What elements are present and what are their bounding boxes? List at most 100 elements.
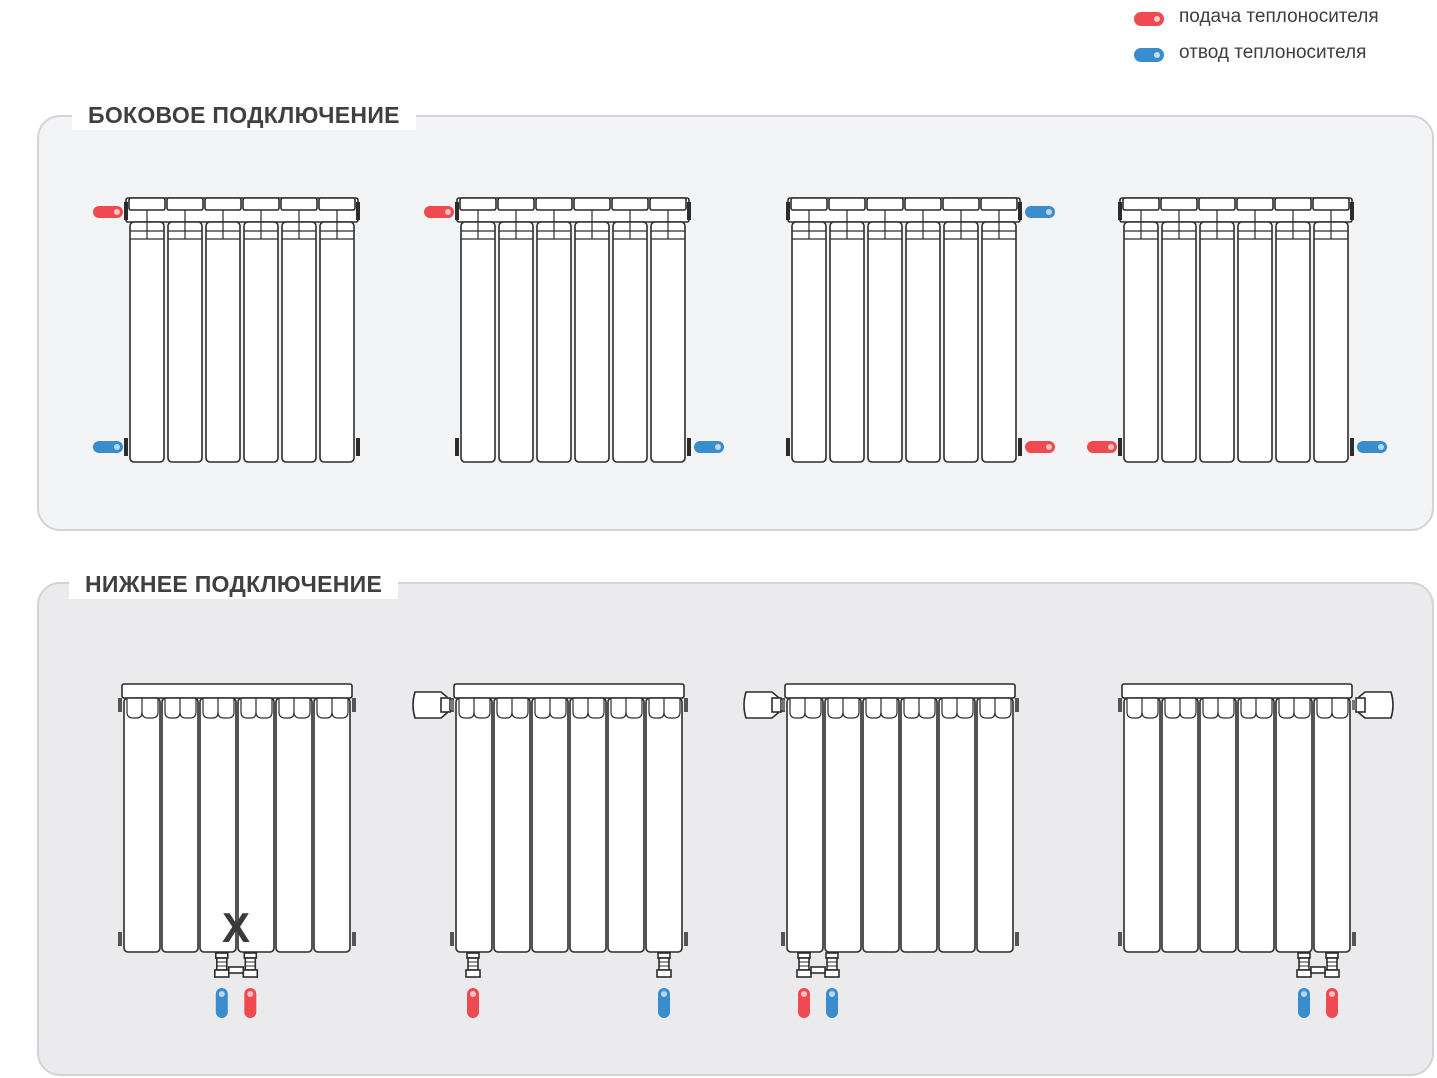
- radiator-plug: [684, 698, 688, 712]
- radiator-section-fin: [202, 698, 235, 719]
- radiator-section: [493, 697, 531, 953]
- radiator-section: [943, 221, 979, 463]
- radiator-section: [460, 221, 496, 463]
- supply-pipe-icon: [467, 988, 479, 1018]
- return-pipe-icon: [93, 441, 123, 453]
- radiator-section-cap: [866, 197, 904, 211]
- radiator-plug: [1015, 698, 1019, 712]
- legend-label-supply: подача теплоносителя: [1179, 6, 1379, 27]
- bottom-section-title: НИЖНЕЕ ПОДКЛЮЧЕНИЕ: [69, 569, 399, 599]
- radiator-section-cap: [166, 197, 204, 211]
- radiator-section-fin: [648, 698, 681, 719]
- radiator-section: [786, 697, 824, 953]
- radiator-section-fin: [1240, 698, 1273, 719]
- radiator-section-fin: [789, 698, 822, 719]
- valve-bridge: [1310, 966, 1326, 974]
- return-pipe-icon: [1134, 48, 1164, 62]
- return-pipe-icon: [215, 988, 228, 1018]
- radiator-plug: [118, 932, 122, 946]
- radiator-section-cap: [611, 197, 649, 211]
- supply-pipe-icon: [798, 988, 810, 1018]
- bottom-radiators: X: [118, 683, 1394, 1018]
- valve-icon: [465, 952, 481, 978]
- radiator-top-collector: [453, 683, 685, 699]
- radiator-plug: [356, 438, 360, 456]
- radiator-section-fin: [316, 698, 349, 719]
- radiator-section: [205, 221, 241, 463]
- radiator-plug: [1118, 438, 1122, 456]
- valve-icon: [796, 952, 812, 978]
- radiator-section: [791, 221, 827, 463]
- radiator-section-cap: [649, 197, 687, 211]
- radiator-section-fin: [278, 698, 311, 719]
- side-radiator-2: [424, 197, 724, 463]
- radiator-section-cap: [942, 197, 980, 211]
- radiator-section: [829, 221, 865, 463]
- bottom-section-panel: [37, 582, 1434, 1076]
- radiator-plug: [684, 932, 688, 946]
- radiator-section-cap: [204, 197, 242, 211]
- radiator-section-cap: [1122, 197, 1160, 211]
- valve-bridge: [228, 966, 245, 974]
- radiator-section-cap: [904, 197, 942, 211]
- return-pipe-icon: [1357, 441, 1387, 453]
- radiator-section-fin: [1126, 698, 1159, 719]
- side-radiator-1: [93, 197, 360, 463]
- radiator-plug: [687, 438, 691, 456]
- side-radiator-3: [786, 197, 1055, 463]
- radiator-section: [1161, 221, 1197, 463]
- side-radiator-4: [1087, 197, 1387, 463]
- radiator-section: [607, 697, 645, 953]
- radiator-section-cap: [980, 197, 1018, 211]
- radiator-section: [243, 221, 279, 463]
- bottom-radiator-4: [1118, 683, 1394, 1018]
- radiator-plug: [1018, 202, 1022, 220]
- radiator-plug: [455, 438, 459, 456]
- radiator-plug: [1015, 932, 1019, 946]
- legend-label-return: отвод теплоносителя: [1179, 42, 1367, 63]
- radiator-top-collector: [121, 683, 353, 699]
- radiator-section-cap: [459, 197, 497, 211]
- radiator-section-fin: [572, 698, 605, 719]
- radiator-section: [161, 697, 199, 953]
- radiator-section: [569, 697, 607, 953]
- radiator-section: [167, 221, 203, 463]
- return-pipe-icon: [1025, 206, 1055, 218]
- supply-pipe-icon: [1087, 441, 1117, 453]
- radiator-section: [824, 697, 862, 953]
- radiator-section: [319, 221, 355, 463]
- valve-icon: [1296, 952, 1312, 978]
- thermostat-icon: [1352, 691, 1394, 719]
- radiator-section-fin: [458, 698, 491, 719]
- return-pipe-icon: [658, 988, 670, 1018]
- radiator-section: [1123, 697, 1161, 953]
- side-section-title: БОКОВОЕ ПОДКЛЮЧЕНИЕ: [72, 100, 416, 130]
- radiator-section-fin: [240, 698, 273, 719]
- radiator-section-fin: [1278, 698, 1311, 719]
- radiator-section-fin: [979, 698, 1012, 719]
- radiator-section: [612, 221, 648, 463]
- radiator-section-cap: [497, 197, 535, 211]
- bottom-radiator-2: [412, 683, 688, 1018]
- supply-pipe-icon: [424, 206, 454, 218]
- radiator-plug: [786, 438, 790, 456]
- radiator-plug: [352, 932, 356, 946]
- radiator-section-cap: [1274, 197, 1312, 211]
- radiator-top-collector: [1121, 683, 1353, 699]
- radiator-section: [867, 221, 903, 463]
- radiator-section-cap: [790, 197, 828, 211]
- thermostat-icon: [743, 691, 785, 719]
- radiator-plug: [356, 202, 360, 220]
- radiator-plug: [1118, 932, 1122, 946]
- radiator-section-fin: [610, 698, 643, 719]
- thermostat-icon: [412, 691, 454, 719]
- radiator-section: [1237, 697, 1275, 953]
- radiator-section: [1237, 221, 1273, 463]
- radiator-section-cap: [242, 197, 280, 211]
- radiator-section: [905, 221, 941, 463]
- bottom-radiator-1: X: [118, 683, 356, 1018]
- radiator-section-fin: [903, 698, 936, 719]
- radiator-section-cap: [318, 197, 356, 211]
- radiator-section-cap: [1312, 197, 1350, 211]
